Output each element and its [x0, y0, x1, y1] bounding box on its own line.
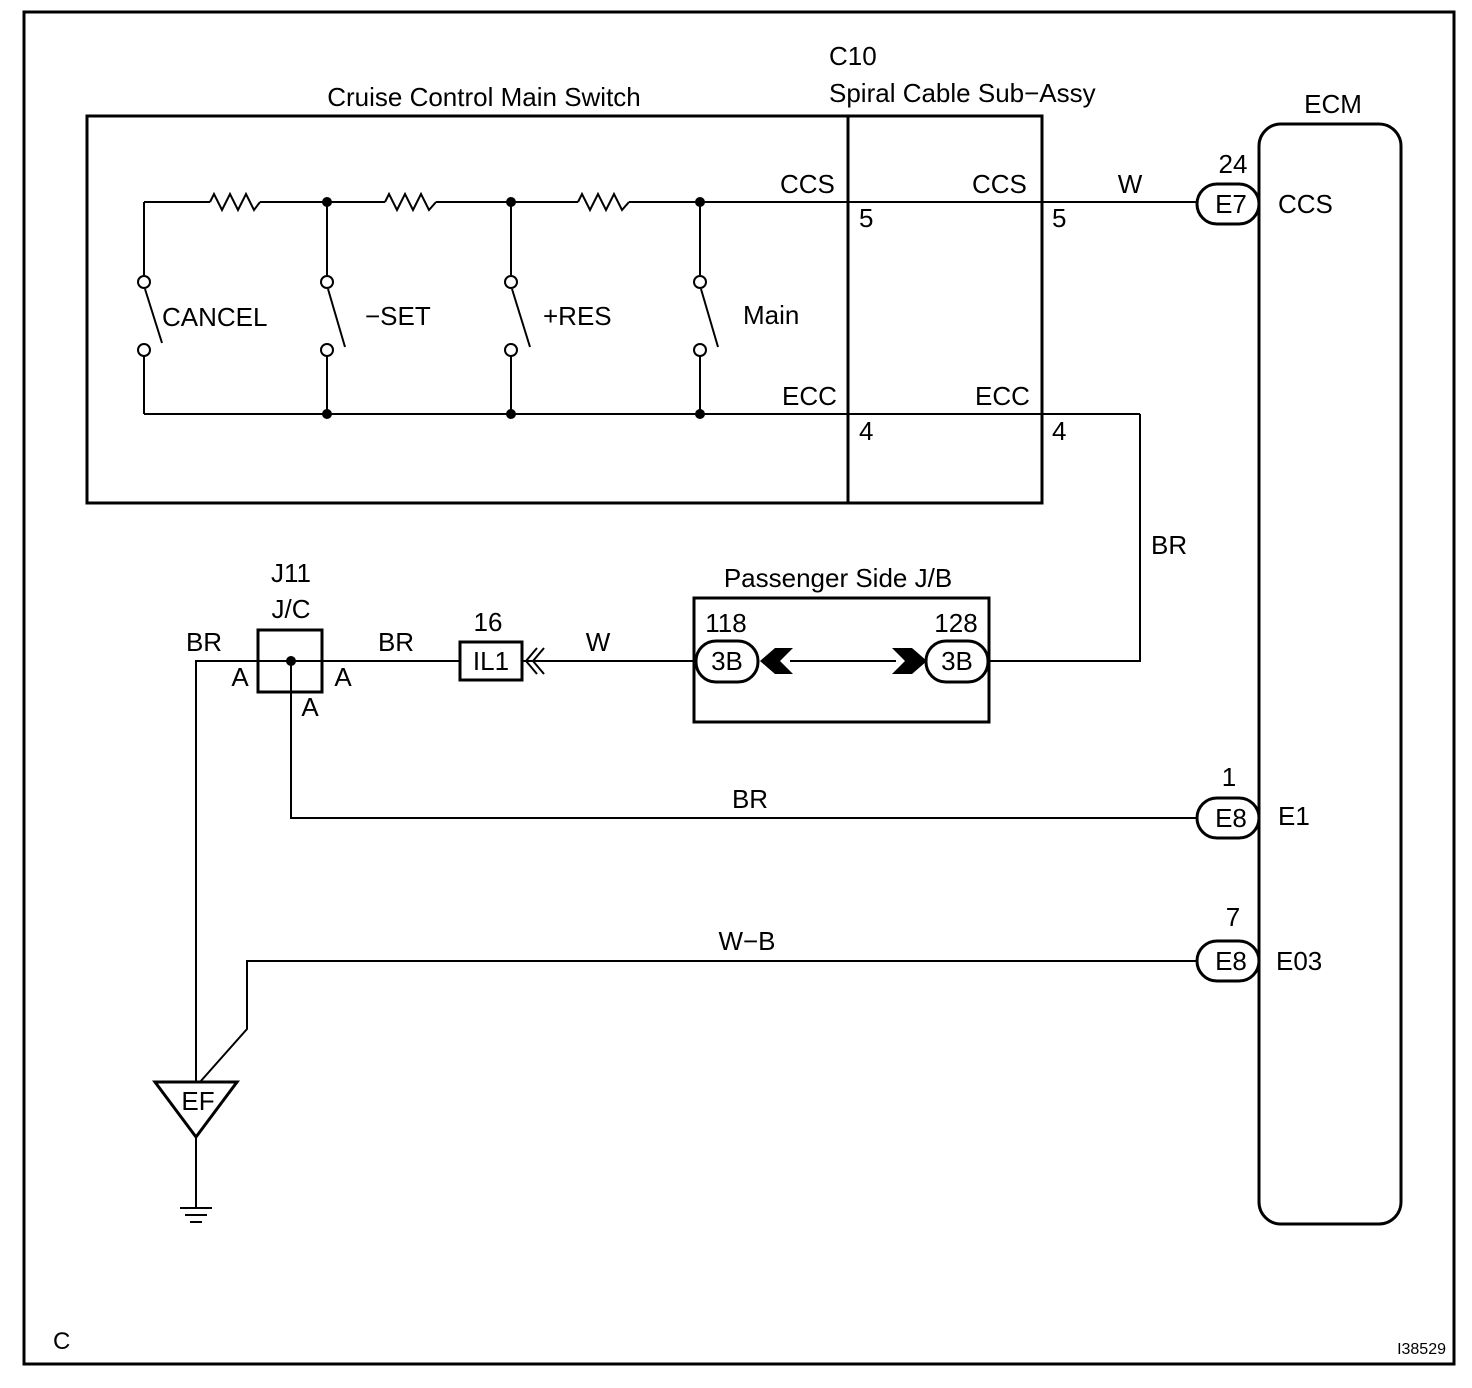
ecm-pin-24: 24: [1219, 149, 1248, 179]
spiral-cable-sub-assy: C10 Spiral Cable Sub−Assy CCS ECC 5 5 4 …: [829, 41, 1096, 503]
jc-code: J11: [271, 558, 311, 588]
ecm-terminal-ccs: CCS: [1278, 189, 1333, 219]
spiral-ecc-label: ECC: [975, 381, 1030, 411]
jc-pin-bottom: A: [301, 692, 319, 722]
ecm-terminal-e1: E1: [1278, 801, 1310, 831]
ecm: ECM E7 24 CCS E8 1 E1 E8 7 E03: [1195, 89, 1403, 1226]
jb-arrow-right: [892, 648, 927, 674]
jc-junction-dot: [286, 656, 296, 666]
il1-body: [458, 640, 524, 682]
switch-label-set: −SET: [365, 301, 431, 331]
svg-text:3B: 3B: [711, 646, 743, 676]
junction-dot: [322, 197, 332, 207]
ground-point-triangle: [152, 1080, 240, 1140]
wire-e03-to-ground: [199, 960, 1197, 1083]
switch-label-cancel: CANCEL: [162, 302, 267, 332]
section-letter: C: [53, 1328, 70, 1355]
wire-color-e03: W−B: [718, 926, 775, 956]
page-frame: [22, 10, 1456, 1366]
cancel-switch-contact: [144, 288, 163, 344]
jb-title: Passenger Side J/B: [724, 563, 952, 593]
svg-text:E7: E7: [1215, 189, 1247, 219]
ground-point-label: EF: [181, 1086, 214, 1116]
res-switch-contact: [511, 288, 531, 348]
resistor-2: [384, 191, 437, 213]
switch-label-res: +RES: [543, 301, 612, 331]
il1-chevron: [524, 647, 545, 675]
jc-pin-left: A: [231, 662, 249, 692]
wire-color-jc-to-ground: BR: [186, 627, 222, 657]
resistor-3: [577, 191, 630, 213]
jb-connector-3b-right: [924, 639, 990, 684]
wire-color-ecc: BR: [1151, 530, 1187, 560]
switch-enclosure: [85, 114, 1044, 505]
jb-pin-118: 118: [705, 608, 746, 638]
switch-label-main: Main: [743, 300, 799, 330]
main-switch-contact: [700, 288, 719, 348]
wire-color-jc-to-e1: BR: [732, 784, 768, 814]
jb-arrow-left: [760, 648, 793, 674]
svg-text:E8: E8: [1215, 946, 1247, 976]
spiral-pin-ecc-left: 4: [859, 416, 873, 446]
ecm-body: [1257, 122, 1403, 1226]
junction-dot: [506, 409, 516, 419]
resistor-1: [209, 191, 261, 213]
wire-color-jb-to-il1: W: [586, 627, 611, 657]
switch-title: Cruise Control Main Switch: [327, 82, 641, 112]
spiral-pin-ecc-right: 4: [1052, 416, 1066, 446]
ecm-pin-7: 7: [1226, 902, 1240, 932]
junction-dot: [695, 197, 705, 207]
jc-pin-right: A: [334, 662, 352, 692]
spiral-cable-code: C10: [829, 41, 877, 71]
junction-dot: [322, 409, 332, 419]
jc-name: J/C: [272, 594, 311, 624]
figure-id: I38529: [1397, 1341, 1446, 1358]
ground-point-ef: EF: [152, 1080, 240, 1223]
switch-terminal-ccs: CCS: [780, 169, 835, 199]
ecm-title: ECM: [1304, 89, 1362, 119]
junction-dot: [695, 409, 705, 419]
wire-color-il1-to-jc: BR: [378, 627, 414, 657]
svg-text:E8: E8: [1215, 803, 1247, 833]
wire-ecc-to-jb: [990, 414, 1141, 662]
svg-text:3B: 3B: [941, 646, 973, 676]
ecm-connector-e7: [1195, 182, 1261, 226]
jb-pin-128: 128: [934, 608, 977, 638]
switch-terminal-ecc: ECC: [782, 381, 837, 411]
inline-connector-il1: IL1 16: [458, 607, 545, 682]
svg-text:IL1: IL1: [473, 646, 509, 676]
wire-jc-to-ground: [195, 660, 258, 1082]
ecm-pin-1: 1: [1222, 762, 1236, 792]
cruise-control-main-switch: Cruise Control Main Switch CANCEL −SET +…: [85, 82, 1198, 505]
spiral-pin-ccs-right: 5: [1052, 203, 1066, 233]
spiral-ccs-label: CCS: [972, 169, 1027, 199]
spiral-pin-ccs-left: 5: [859, 203, 873, 233]
spiral-cable-name: Spiral Cable Sub−Assy: [829, 78, 1096, 108]
il1-pin-16: 16: [474, 607, 503, 637]
ecm-terminal-e03: E03: [1276, 946, 1322, 976]
set-switch-contact: [327, 288, 346, 348]
junction-connector-j11: J11 J/C A A A: [231, 558, 352, 722]
wire-jc-to-e1: [290, 692, 1197, 819]
junction-dot: [506, 197, 516, 207]
wire-color-ccs: W: [1118, 169, 1143, 199]
passenger-side-jb: Passenger Side J/B 3B 118 3B 128: [692, 563, 991, 724]
